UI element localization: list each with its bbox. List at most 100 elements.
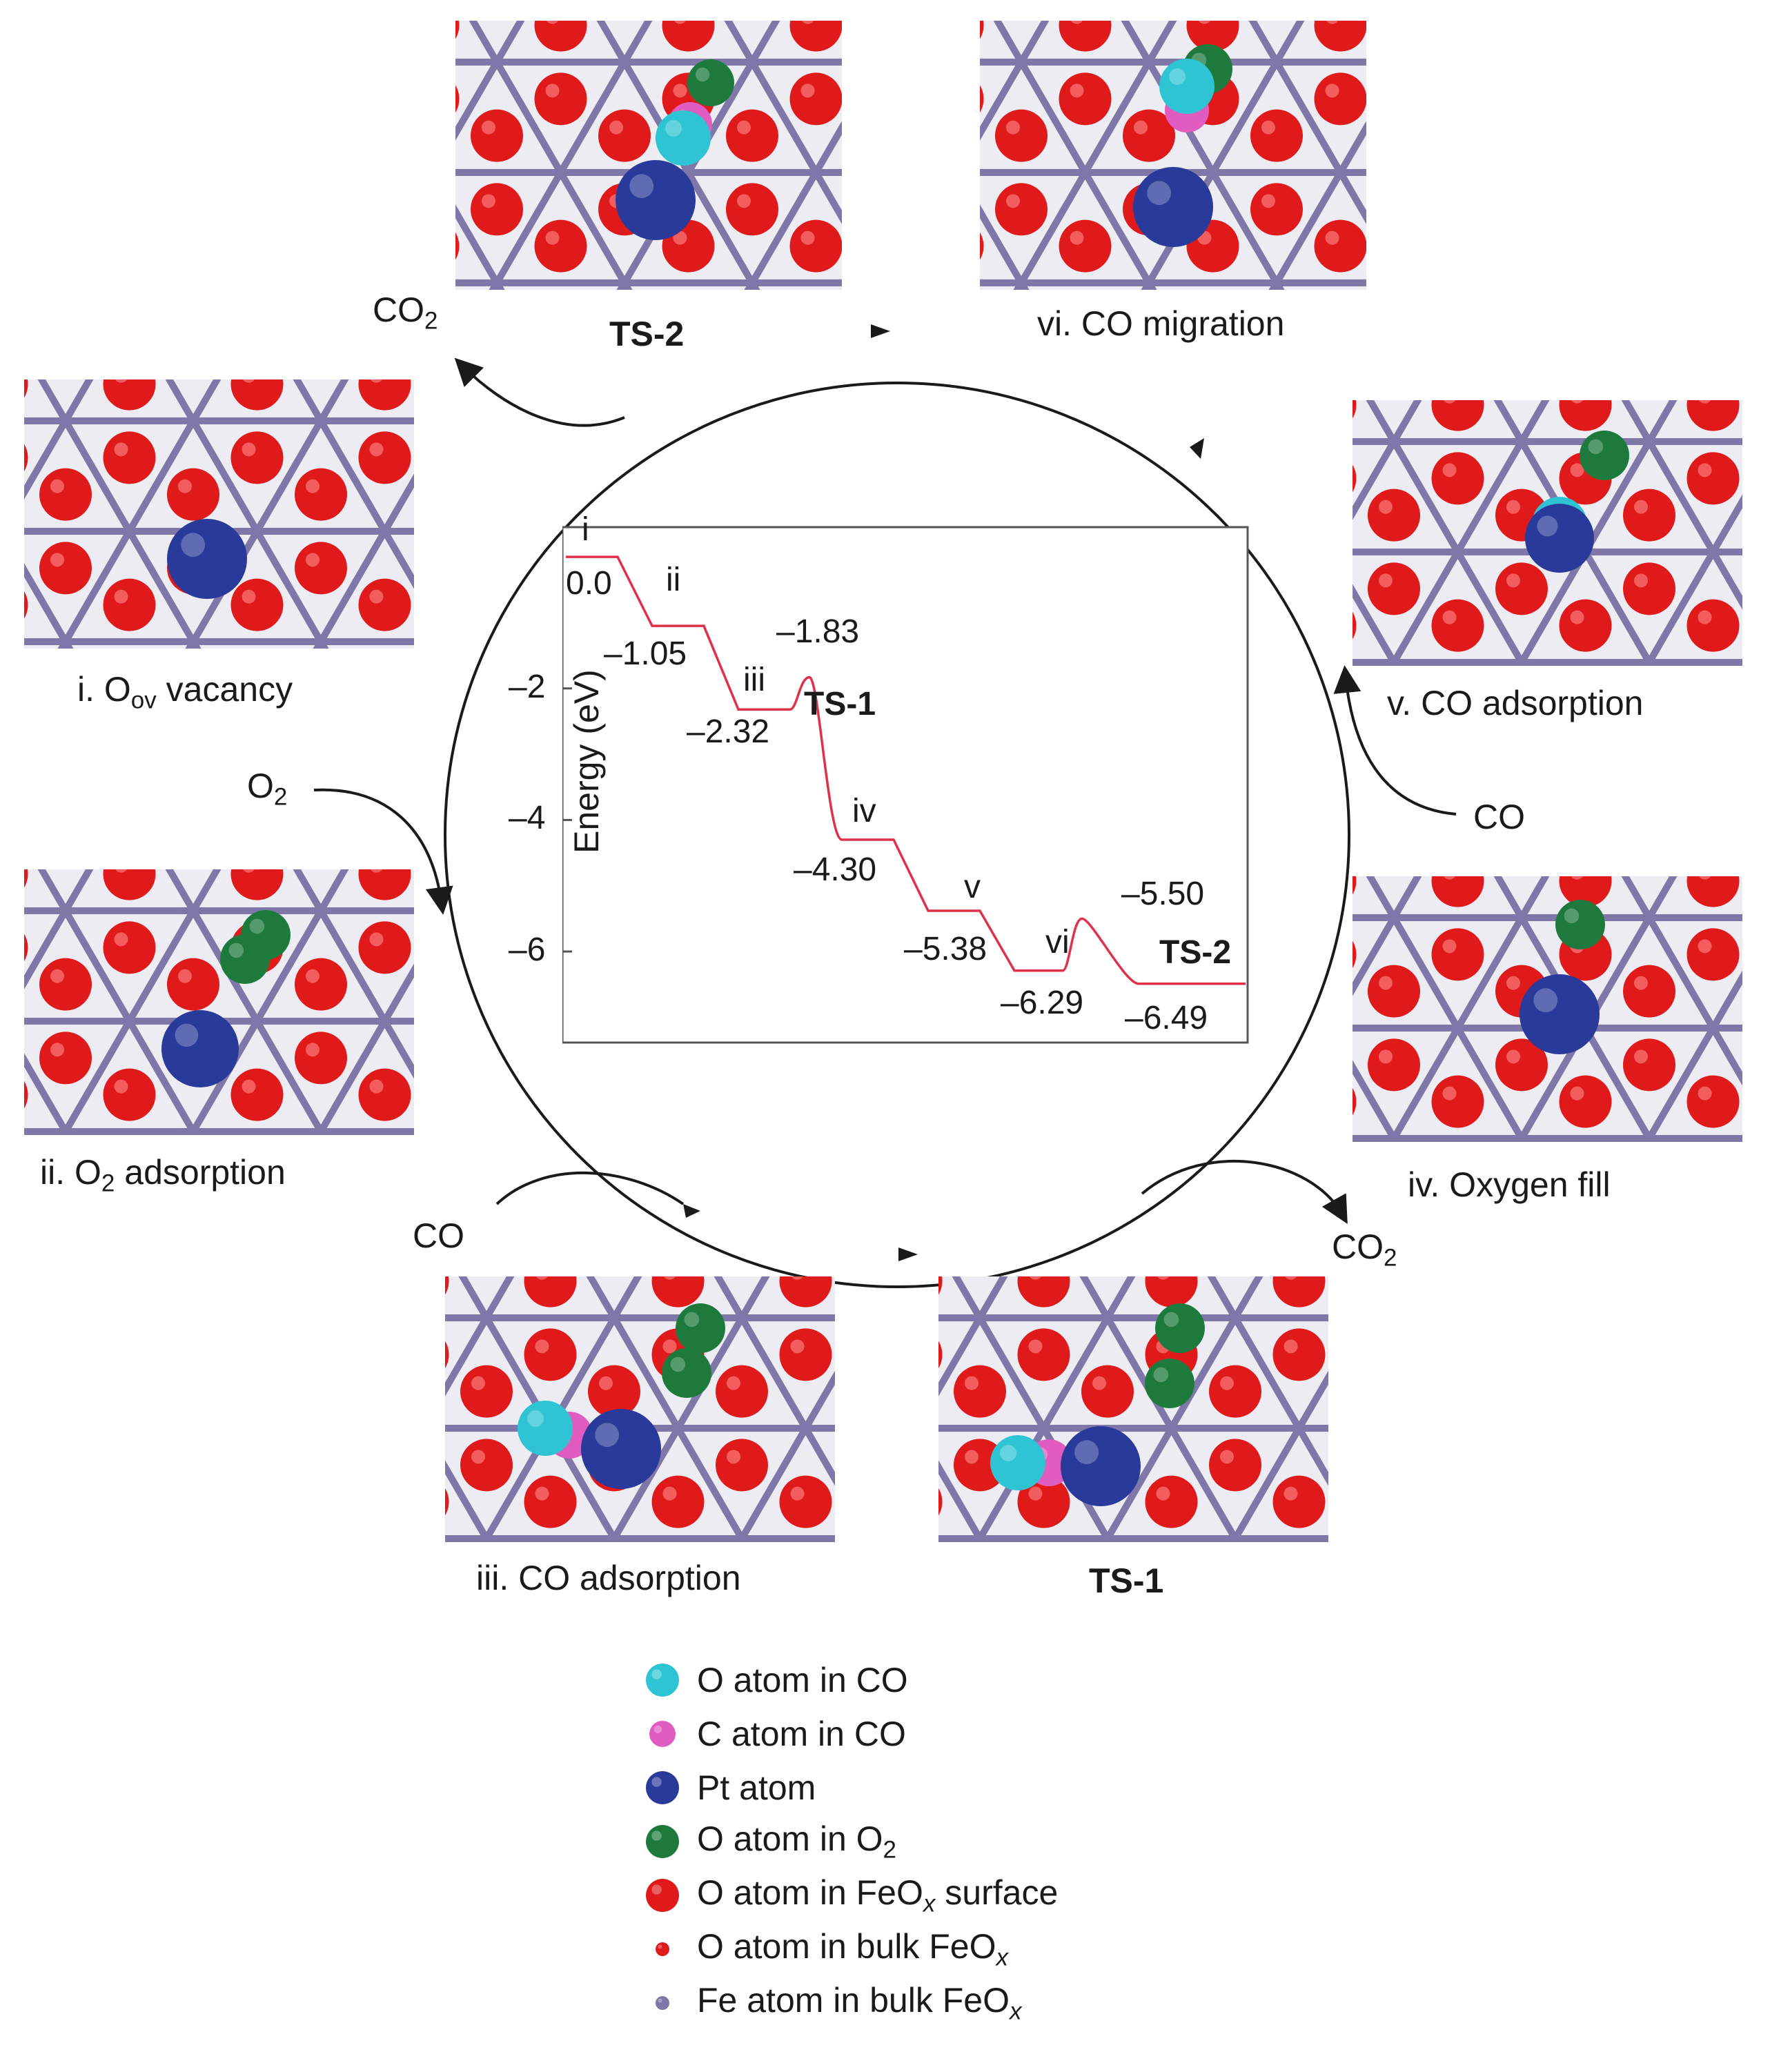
fe-atom <box>1101 1311 1114 1325</box>
fe-atom <box>1451 1021 1465 1035</box>
surface-oxygen-atom <box>24 444 28 472</box>
adsorbate-atom <box>1159 59 1215 114</box>
legend-item: Pt atom <box>635 1764 816 1812</box>
legend-swatch-icon <box>635 1979 697 2027</box>
surface-oxygen-atom <box>1145 1276 1198 1308</box>
surface-oxygen-atom <box>167 958 219 1011</box>
fe-atom <box>1333 166 1348 179</box>
surface-oxygen-atom <box>445 1488 449 1516</box>
fe-atom <box>1642 1132 1656 1142</box>
chart-frame <box>562 526 1249 1044</box>
surface-oxygen-atom <box>651 1276 705 1308</box>
surface-oxygen-atom <box>1353 940 1357 969</box>
structure-panel-ts2 <box>455 21 842 290</box>
surface-oxygen-atom <box>1559 400 1612 431</box>
surface-oxygen-atom <box>1559 876 1612 907</box>
legend-text: O atom in CO <box>697 1661 908 1699</box>
surface-oxygen-atom <box>295 468 347 521</box>
surface-oxygen-atom <box>230 1068 284 1121</box>
surface-oxygen-atom <box>1209 1365 1261 1418</box>
fe-atom <box>59 904 72 918</box>
adsorbate-atom <box>1525 504 1594 573</box>
legend-swatch-icon <box>635 1871 697 1920</box>
lattice-structure <box>1353 400 1742 666</box>
surface-oxygen-atom <box>995 183 1048 236</box>
fe-atom <box>314 1125 328 1135</box>
surface-oxygen-atom <box>1687 1075 1740 1128</box>
surface-oxygen-atom <box>103 869 156 900</box>
fe-atom <box>59 414 72 428</box>
fe-atom <box>1142 276 1156 290</box>
surface-oxygen-atom <box>1353 611 1357 640</box>
energy-chart-svg <box>562 526 1249 1044</box>
surface-oxygen-atom <box>103 1068 156 1121</box>
y-ticks <box>562 687 572 953</box>
panel-label-ts1: TS-1 <box>1089 1561 1164 1600</box>
fe-atom <box>809 166 823 179</box>
surface-oxygen-atom <box>662 21 715 52</box>
cycle-arrowhead-right-top <box>1190 438 1204 459</box>
surface-oxygen-atom <box>455 232 460 260</box>
reagent-co-right: CO <box>1473 798 1525 836</box>
energy-value-label: –5.38 <box>904 931 987 967</box>
surface-oxygen-atom <box>358 869 411 900</box>
surface-oxygen-atom <box>230 578 284 631</box>
legend-text: O atom in O2 <box>697 1819 896 1864</box>
surface-oxygen-atom <box>726 109 778 162</box>
y-tick-label: –2 <box>509 668 546 705</box>
legend-swatch-icon <box>635 1817 697 1866</box>
fe-atom <box>314 904 328 918</box>
surface-oxygen-atom <box>1623 489 1675 542</box>
surface-oxygen-atom <box>471 183 523 236</box>
co-input-arrow-right <box>1333 665 1457 816</box>
adsorbate-atom <box>167 519 247 599</box>
fe-atom <box>1228 1311 1242 1325</box>
fe-atom <box>1515 1132 1528 1142</box>
fe-atom <box>1642 435 1656 448</box>
surface-oxygen-atom <box>471 109 523 162</box>
surface-oxygen-atom <box>779 1276 832 1308</box>
surface-oxygen-atom <box>24 869 28 888</box>
fe-atom <box>122 1014 137 1028</box>
fe-atom <box>973 1532 987 1542</box>
reagent-o2: O2 <box>247 767 288 811</box>
surface-oxygen-atom <box>1059 219 1112 273</box>
surface-oxygen-atom <box>295 1032 347 1085</box>
o2-input-arrow <box>313 788 453 915</box>
surface-oxygen-atom <box>1059 72 1112 126</box>
legend-item: C atom in CO <box>635 1710 906 1758</box>
fe-atom <box>735 1311 749 1325</box>
state-label: v <box>964 869 981 905</box>
surface-oxygen-atom <box>534 21 587 52</box>
lattice-structure <box>980 21 1366 290</box>
surface-oxygen-atom <box>716 1439 768 1492</box>
adsorbate-atom <box>518 1401 573 1456</box>
fe-atom <box>735 1532 749 1542</box>
structure-panel-vi <box>980 21 1366 290</box>
surface-oxygen-atom <box>1431 400 1484 431</box>
surface-oxygen-atom <box>1081 1365 1134 1418</box>
fe-atom <box>490 276 504 290</box>
adsorbate-atom <box>1155 1303 1205 1353</box>
surface-oxygen-atom <box>789 72 842 126</box>
fe-atom <box>745 276 759 290</box>
energy-value-label: –5.50 <box>1121 876 1205 912</box>
surface-oxygen-atom <box>980 232 984 260</box>
energy-value-label: –6.29 <box>1001 985 1084 1021</box>
surface-oxygen-atom <box>460 1439 513 1492</box>
surface-oxygen-atom <box>460 1365 513 1418</box>
surface-oxygen-atom <box>24 379 28 398</box>
adsorbate-atom <box>220 934 270 984</box>
surface-oxygen-atom <box>24 1081 28 1109</box>
surface-oxygen-atom <box>1353 464 1357 493</box>
surface-oxygen-atom <box>789 21 842 52</box>
fe-atom <box>553 166 568 179</box>
fe-atom <box>1270 55 1284 69</box>
legend-text: Pt atom <box>697 1768 816 1807</box>
surface-oxygen-atom <box>1145 1475 1198 1528</box>
surface-oxygen-atom <box>779 1475 832 1528</box>
surface-oxygen-atom <box>358 921 411 974</box>
fe-atom <box>618 55 631 69</box>
reaction-cycle-circle <box>444 382 1350 1288</box>
